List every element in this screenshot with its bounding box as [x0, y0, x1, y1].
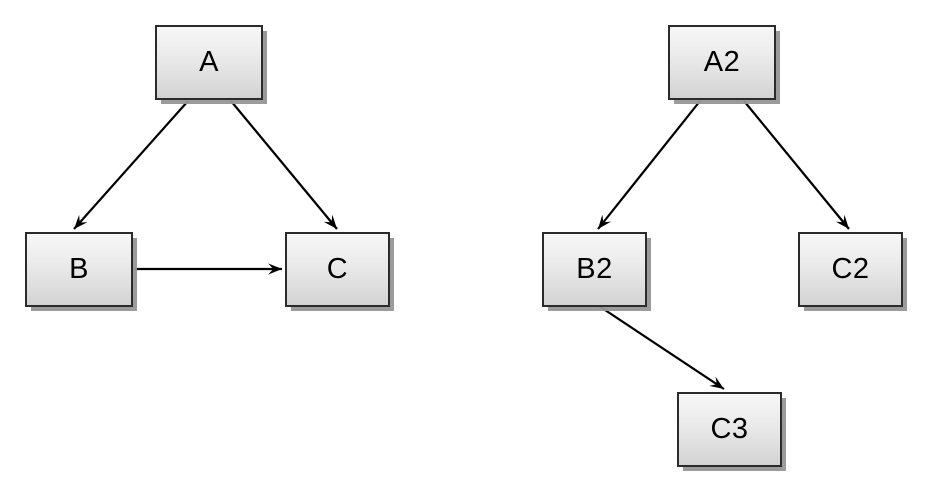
node-c[interactable]: C — [285, 232, 390, 307]
node-label: A2 — [703, 46, 741, 78]
edge-line — [597, 100, 701, 230]
edge-a2-to-c2 — [743, 100, 850, 230]
node-c2[interactable]: C2 — [798, 232, 903, 307]
node-label: A — [199, 46, 219, 78]
node-b[interactable]: B — [25, 232, 133, 307]
node-label: C3 — [710, 413, 749, 445]
node-a2[interactable]: A2 — [668, 25, 776, 100]
edge-a-to-c — [230, 100, 338, 230]
edge-a-to-b — [73, 100, 189, 230]
node-label: B — [69, 253, 89, 285]
node-b2[interactable]: B2 — [542, 232, 647, 307]
arrowhead-icon — [835, 214, 849, 229]
arrowhead-icon — [74, 214, 88, 229]
edge-a2-to-b2 — [597, 100, 701, 230]
node-a[interactable]: A — [155, 25, 263, 100]
node-label: B2 — [576, 253, 613, 285]
arrowhead-icon — [323, 214, 337, 229]
arrowhead-icon — [709, 376, 724, 389]
node-c3[interactable]: C3 — [677, 392, 782, 467]
arrowhead-icon — [268, 263, 282, 275]
edge-line — [230, 100, 338, 230]
edge-line — [73, 100, 189, 230]
edge-line — [743, 100, 850, 230]
arrowhead-icon — [598, 214, 612, 229]
edge-line — [598, 305, 725, 390]
edge-b2-to-c3 — [598, 305, 725, 390]
node-label: C2 — [831, 253, 870, 285]
edge-b-to-c — [135, 263, 282, 275]
node-label: C — [326, 253, 349, 285]
